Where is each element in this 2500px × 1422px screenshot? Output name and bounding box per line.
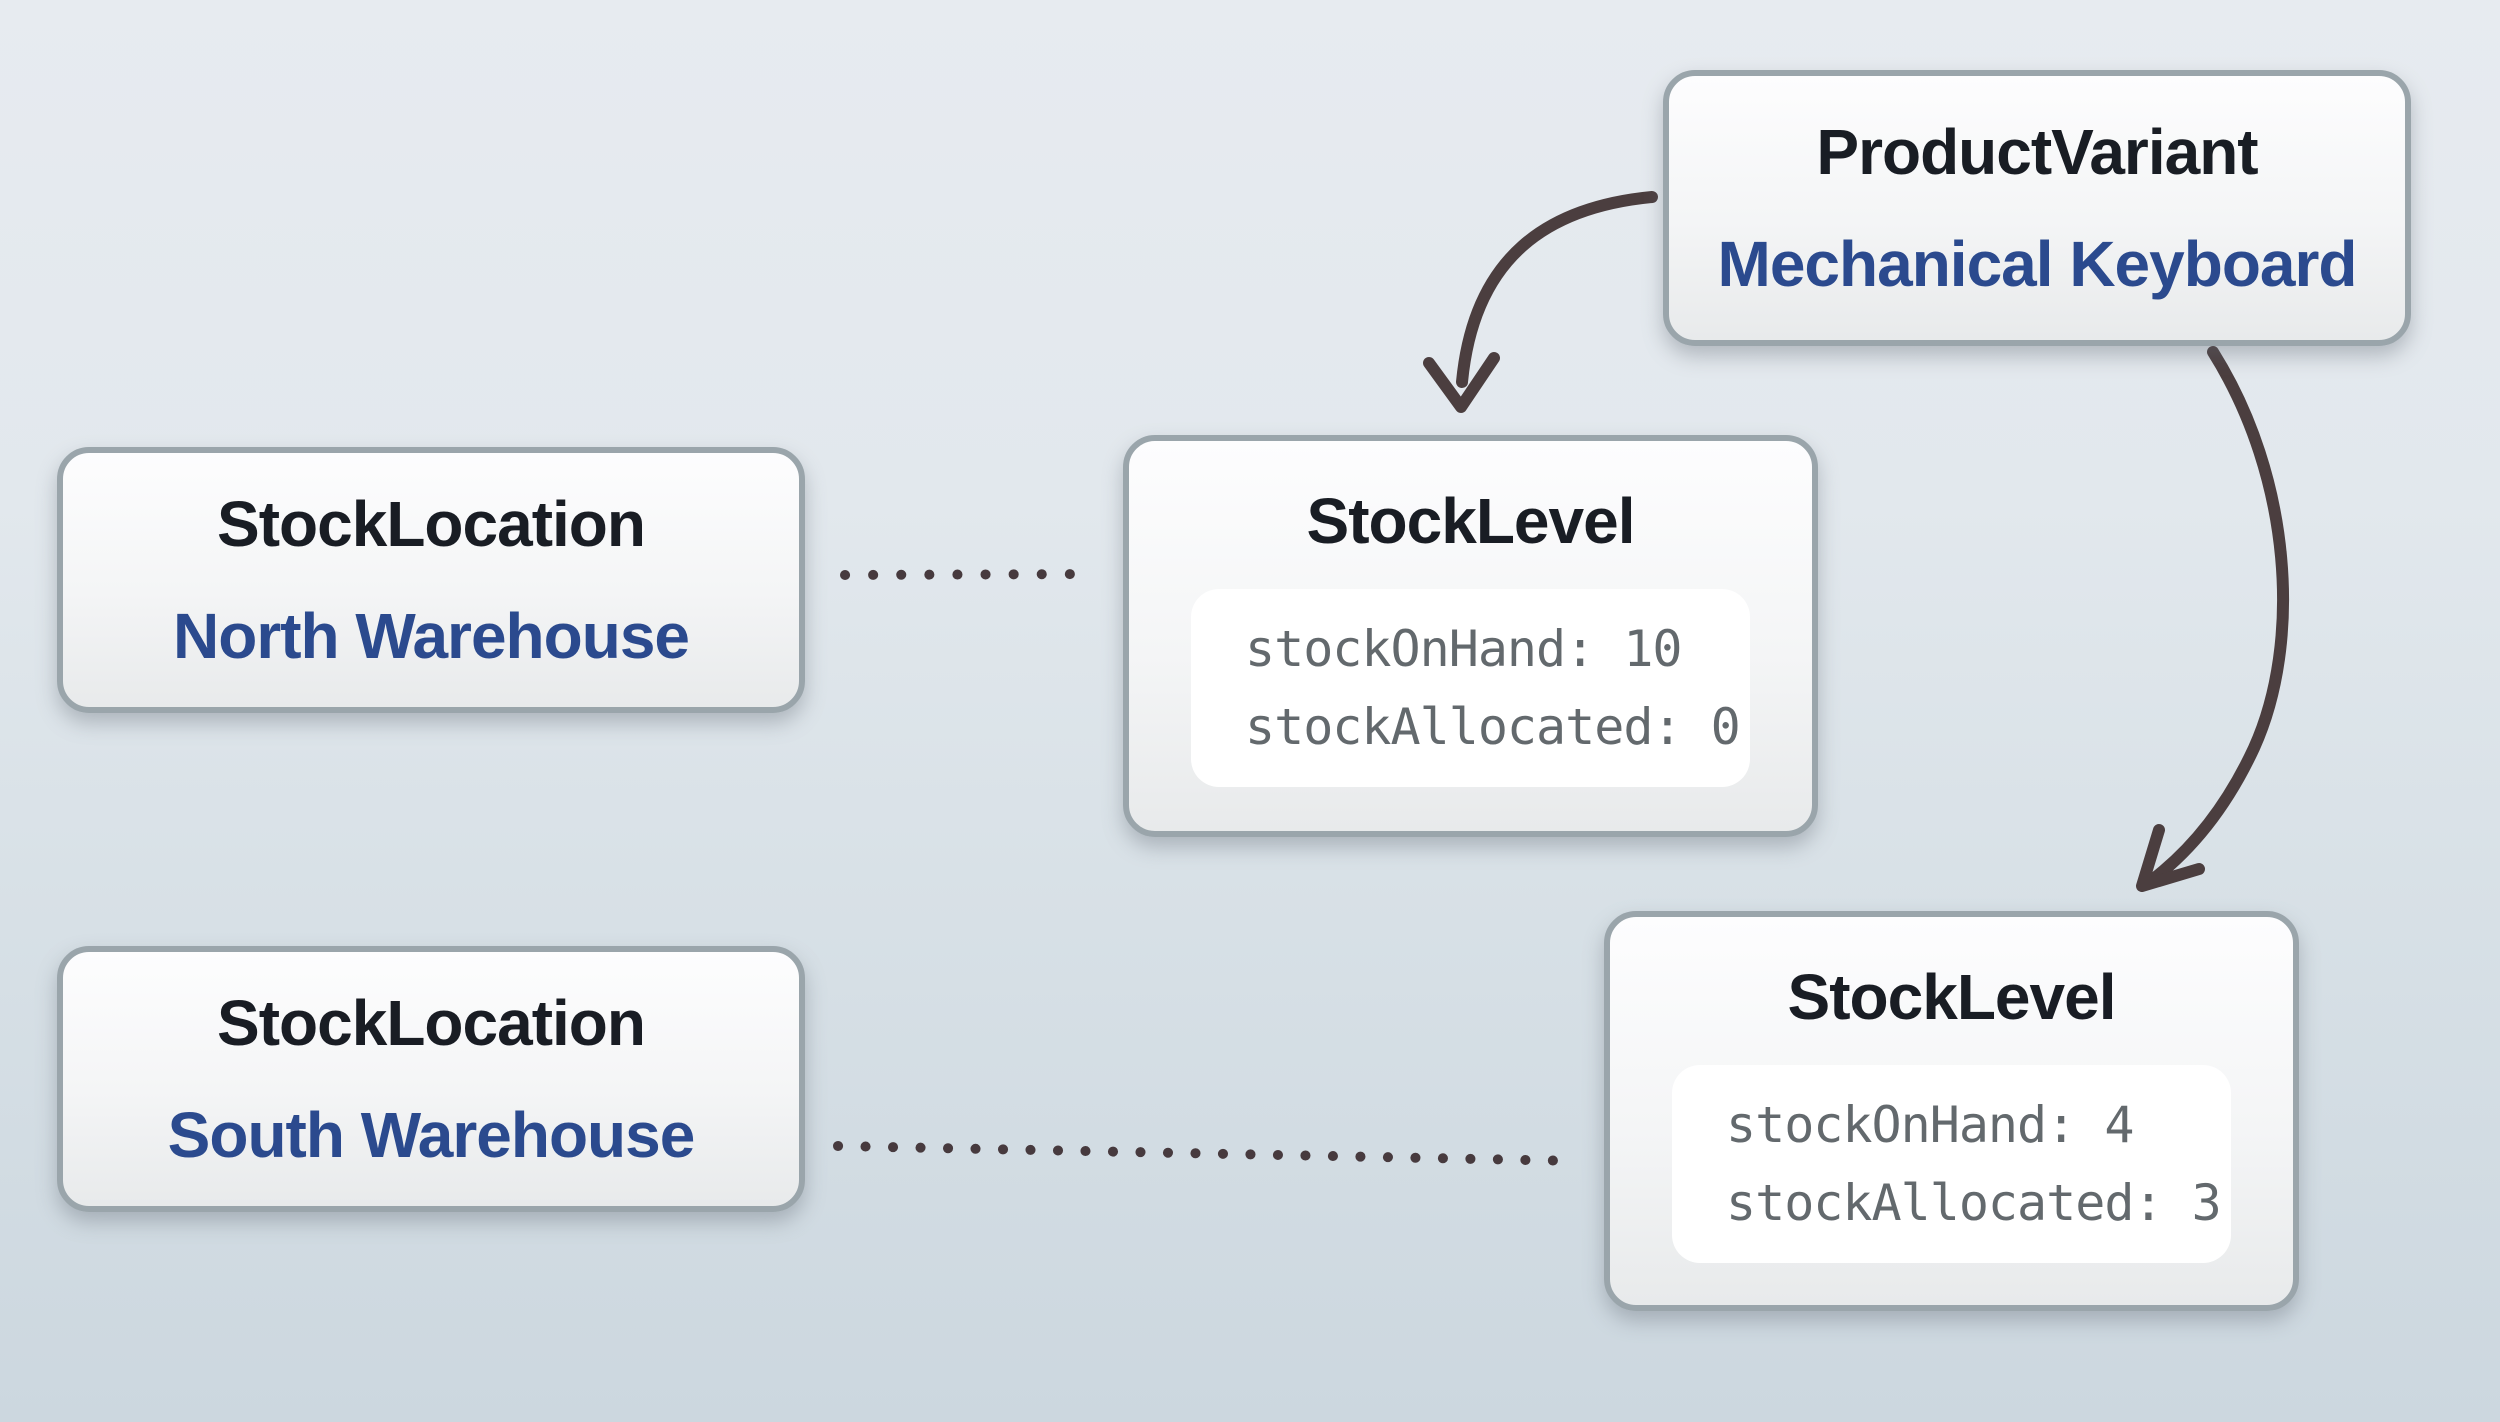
arrow-productvariant-to-stocklevel-south <box>2136 346 2289 892</box>
product-variant-type-label: ProductVariant <box>1816 116 2258 188</box>
stock-location-south-type-label: StockLocation <box>217 987 646 1059</box>
node-stock-location-south: StockLocation South Warehouse <box>57 946 805 1212</box>
product-variant-instance-label: Mechanical Keyboard <box>1717 228 2358 300</box>
stock-location-north-type-label: StockLocation <box>217 488 646 560</box>
node-product-variant: ProductVariant Mechanical Keyboard <box>1663 70 2411 346</box>
stock-location-north-instance-label: North Warehouse <box>173 600 690 672</box>
stock-allocated-field: stockAllocated: 3 <box>1726 1174 2222 1232</box>
stock-level-north-type-label: StockLevel <box>1306 485 1636 557</box>
stock-level-south-type-label: StockLevel <box>1787 961 2117 1033</box>
node-stock-level-south: StockLevel stockOnHand: 4 stockAllocated… <box>1604 911 2299 1311</box>
arrowhead-icon <box>2136 824 2205 892</box>
arrow-productvariant-to-stocklevel-north <box>1423 191 1658 413</box>
node-stock-location-north: StockLocation North Warehouse <box>57 447 805 713</box>
stock-on-hand-field: stockOnHand: 10 <box>1245 620 1683 678</box>
node-stock-level-north: StockLevel stockOnHand: 10 stockAllocate… <box>1123 435 1818 837</box>
stock-level-north-fields-box: stockOnHand: 10 stockAllocated: 0 <box>1191 589 1750 787</box>
stock-allocated-field: stockAllocated: 0 <box>1245 698 1741 756</box>
dotted-line-north-location-to-stocklevel <box>840 569 1101 580</box>
dotted-line-south-location-to-stocklevel <box>833 1141 1581 1166</box>
stock-level-south-fields-box: stockOnHand: 4 stockAllocated: 3 <box>1672 1065 2231 1263</box>
stock-on-hand-field: stockOnHand: 4 <box>1726 1096 2134 1154</box>
stock-location-south-instance-label: South Warehouse <box>167 1099 696 1171</box>
arrow-curve <box>2146 346 2289 886</box>
arrowhead-icon <box>1423 352 1500 413</box>
arrow-curve <box>1456 191 1658 388</box>
